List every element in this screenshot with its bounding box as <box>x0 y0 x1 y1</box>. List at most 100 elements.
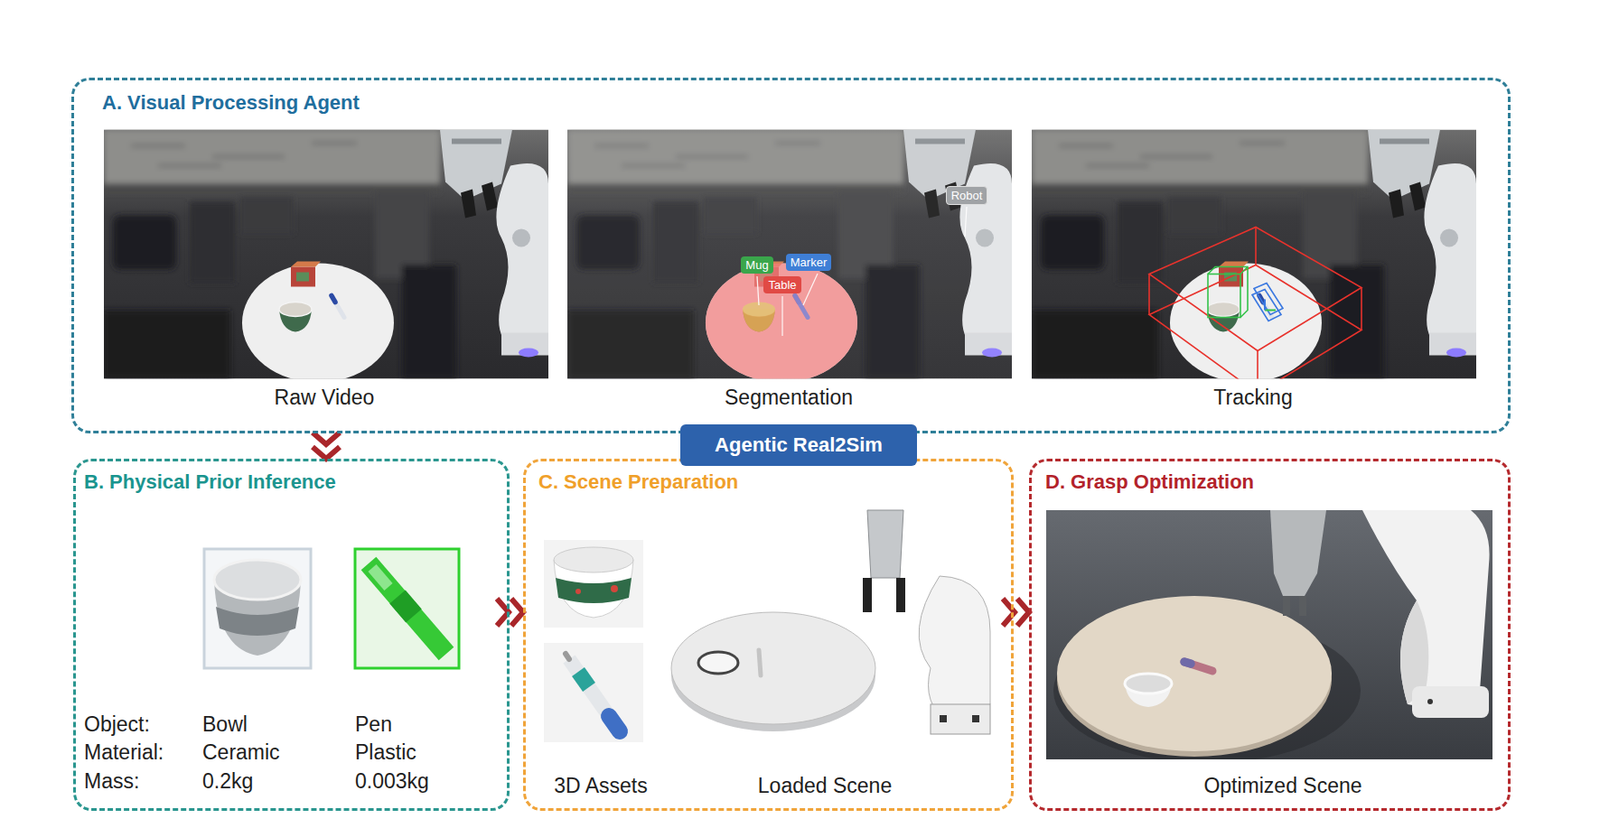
illustration-part <box>698 652 739 674</box>
illustration-part <box>1184 662 1191 665</box>
illustration-part <box>567 130 1012 380</box>
tag-text: Table <box>767 278 796 292</box>
caption-slot: Object: <box>84 711 150 738</box>
illustration-part <box>372 568 389 588</box>
caption-slot: Mass: <box>84 768 140 795</box>
illustration-part <box>543 540 644 628</box>
banner-text: Agentic Real2Sim <box>714 432 883 459</box>
panel-title: C. Scene Preparation <box>538 470 739 495</box>
tag-text: Mug <box>745 258 768 272</box>
illustration-part <box>896 578 906 613</box>
illustration-part <box>1124 673 1172 694</box>
chevron-connector <box>1002 598 1030 627</box>
illustration-part <box>1207 267 1248 319</box>
illustration-part <box>1254 227 1257 266</box>
chevron-connector <box>312 432 340 459</box>
illustration-part <box>1046 510 1493 760</box>
illustration-part <box>610 585 618 593</box>
illustration-part <box>103 130 549 380</box>
caption-slot: Raw Video <box>274 384 375 411</box>
chevron-connector <box>496 598 524 627</box>
illustration-part <box>705 263 858 380</box>
illustration-part <box>1270 510 1327 597</box>
panel-title: B. Physical Prior Inference <box>84 470 337 495</box>
caption-text: 0.2kg <box>202 769 253 794</box>
illustration-part <box>1057 596 1332 752</box>
caption-slot: Plastic <box>355 739 417 766</box>
caption-slot: Tracking <box>1213 384 1292 411</box>
caption-text: Segmentation <box>724 385 853 410</box>
panel-title: D. Grasp Optimization <box>1045 470 1254 495</box>
illustration-part <box>569 659 608 714</box>
illustration-part <box>862 578 872 613</box>
illustration-part <box>567 130 1012 380</box>
segment-tag: Mug <box>740 256 773 274</box>
caption-slot: Bowl <box>202 711 248 738</box>
caption-text: Plastic <box>355 740 417 765</box>
illustration-part <box>1149 265 1362 380</box>
caption-slot: Optimized Scene <box>1203 773 1362 799</box>
illustration-part <box>867 510 904 579</box>
caption-text: 3D Assets <box>553 774 648 798</box>
illustration-part <box>368 563 447 655</box>
segment-tag: Robot <box>945 186 989 206</box>
caption-text: Object: <box>84 712 150 737</box>
illustration-part <box>1031 130 1477 380</box>
illustration-part <box>1412 686 1489 719</box>
illustration-part <box>1046 510 1493 760</box>
illustration-part <box>1263 299 1266 311</box>
caption-text: Raw Video <box>274 385 375 410</box>
caption-text: Ceramic <box>202 740 281 765</box>
illustration-part <box>671 612 876 725</box>
caption-slot: 3D Assets <box>553 773 648 799</box>
illustration-part <box>1362 510 1490 712</box>
illustration-part <box>1256 351 1259 380</box>
illustration-part <box>1207 267 1248 319</box>
caption-slot: Material: <box>84 739 164 766</box>
illustration-part <box>1252 290 1282 322</box>
illustration-part <box>1299 596 1307 617</box>
segment-tag: Marker <box>785 253 832 272</box>
illustration-part <box>758 650 761 676</box>
illustration-part <box>1253 283 1283 316</box>
caption-text: Bowl <box>202 712 248 737</box>
illustration-part <box>918 576 991 723</box>
caption-slot: 0.2kg <box>202 768 253 795</box>
chevron <box>1017 598 1030 627</box>
stage-panel: D. Grasp Optimization <box>1029 458 1511 812</box>
illustration-part <box>1031 130 1477 380</box>
illustration-part <box>565 654 570 660</box>
caption-text: Material: <box>84 740 164 765</box>
segment-tag: Table <box>763 276 801 294</box>
caption-text: Optimized Scene <box>1203 774 1362 798</box>
illustration-part <box>214 560 301 600</box>
caption-slot: Ceramic <box>202 739 281 766</box>
illustration-part <box>1264 309 1276 312</box>
illustration-part <box>103 130 549 380</box>
caption-text: Mass: <box>84 769 140 794</box>
illustration-part <box>575 589 581 595</box>
caption-text: Tracking <box>1213 385 1292 410</box>
illustration-part <box>939 715 947 723</box>
illustration-part <box>1207 274 1241 319</box>
illustration-part <box>781 296 783 337</box>
illustration-part <box>215 607 300 637</box>
tag-text: Marker <box>790 255 827 270</box>
chevron <box>511 598 524 627</box>
illustration-part <box>1240 267 1248 275</box>
illustration-part <box>964 206 967 237</box>
illustration-part <box>204 549 311 669</box>
tag-text: Robot <box>951 188 983 203</box>
caption-slot: Segmentation <box>724 384 853 411</box>
illustration-part <box>578 672 590 688</box>
illustration-part <box>1282 596 1291 617</box>
illustration-part <box>1427 699 1433 705</box>
agent-panel: A. Visual Processing AgentMugMarkerTable… <box>71 77 1511 434</box>
illustration-part <box>1148 274 1151 316</box>
illustration-part <box>757 276 759 306</box>
caption-text: 0.003kg <box>355 769 430 794</box>
illustration-part <box>1360 288 1363 331</box>
illustration-part <box>1149 227 1362 352</box>
caption-slot: 0.003kg <box>355 768 430 795</box>
